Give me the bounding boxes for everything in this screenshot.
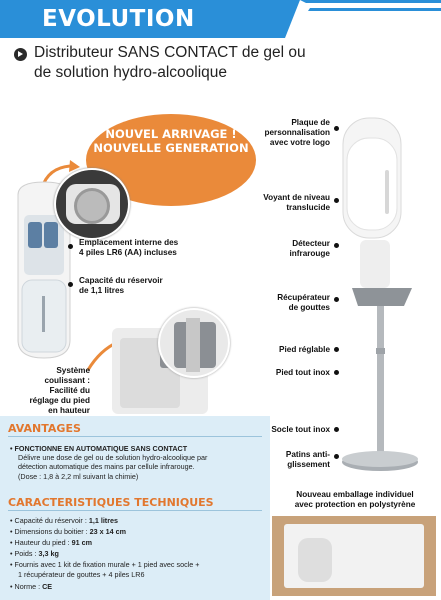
spec-supply-line-1: • Fournis avec 1 kit de fixation murale …	[10, 560, 200, 569]
callout-sliding-line-3: Facilité du	[49, 386, 91, 395]
callout-plate-line-3: avec votre logo	[269, 138, 330, 147]
callout-sensor: Détecteur infrarouge	[256, 239, 331, 259]
callout-level: Voyant de niveau translucide	[244, 193, 330, 213]
callout-sliding: Système coulissant : Facilité du réglage…	[20, 366, 90, 416]
callout-batteries-line-1: Emplacement interne des	[79, 238, 179, 247]
callout-drip-line-2: de gouttes	[288, 303, 330, 312]
callout-sliding-line-2: coulissant :	[44, 376, 91, 385]
avantages-rule	[8, 436, 262, 437]
callout-level-line-2: translucide	[286, 203, 330, 212]
callout-drip-line-1: Récupérateur	[277, 293, 330, 302]
callout-dot-plate	[334, 126, 339, 131]
callout-sliding-line-1: Système	[56, 366, 90, 375]
spec-weight-value: 3,3 kg	[38, 549, 59, 558]
left-product-image	[17, 181, 71, 359]
stand-clamp-zoom-image	[158, 308, 230, 378]
spec-dimensions-label: • Dimensions du boitier :	[10, 527, 90, 536]
avantages-title: AVANTAGES	[8, 422, 81, 435]
info-panel	[0, 416, 270, 600]
spec-weight: • Poids : 3,3 kg	[10, 549, 59, 558]
callout-stand-steel: Pied tout inox	[275, 368, 330, 377]
promo-burst: NOUVEL ARRIVAGE ! NOUVELLE GENERATION	[86, 110, 256, 210]
callout-plate-line-2: personnalisation	[264, 128, 330, 137]
callout-pads: Patins anti- glissement	[256, 450, 330, 470]
avantages-body: Délivre une dose de gel ou de solution h…	[18, 453, 264, 481]
spec-norm-label: • Norme :	[10, 582, 43, 591]
callout-dot-batteries	[68, 244, 73, 249]
callout-plate-line-1: Plaque de	[291, 118, 330, 127]
callout-batteries-line-2: 4 piles LR6 (AA) incluses	[79, 248, 177, 257]
promo-burst-shape	[86, 114, 256, 206]
spec-dimensions: • Dimensions du boitier : 23 x 14 cm	[10, 527, 126, 536]
callout-dot-base	[334, 427, 339, 432]
callout-reservoir: Capacité du réservoir de 1,1 litres	[79, 276, 163, 296]
packaging-caption-line-1: Nouveau emballage individuel	[296, 490, 414, 499]
specs-rule	[8, 510, 262, 511]
spec-norm: • Norme : CE	[10, 582, 52, 591]
arrow-circle-icon	[14, 48, 27, 61]
spec-norm-value: CE	[42, 582, 53, 591]
heading-line-1: Distributeur SANS CONTACT de gel ou	[34, 44, 306, 61]
spec-capacity-label: • Capacité du réservoir :	[10, 516, 89, 525]
callout-plate: Plaque de personnalisation avec votre lo…	[256, 118, 330, 148]
spec-height-value: 91 cm	[71, 538, 93, 547]
callout-sensor-line-2: infrarouge	[289, 249, 331, 258]
callout-stand-adjustable: Pied réglable	[279, 345, 330, 354]
callout-reservoir-line-1: Capacité du réservoir	[79, 276, 163, 285]
battery-zoom-image	[54, 168, 130, 240]
callout-pads-line-2: glissement	[287, 460, 330, 469]
specs-title: CARACTERISTIQUES TECHNIQUES	[8, 496, 214, 509]
packaging-caption-line-2: avec protection en polystyrène	[294, 500, 416, 509]
arrow-head-top	[69, 160, 80, 172]
callout-dot-drip	[334, 297, 339, 302]
promo-line-2: NOUVELLE GENERATION	[93, 141, 249, 155]
callout-drip: Récupérateur de gouttes	[256, 293, 330, 313]
spec-height-label: • Hauteur du pied :	[10, 538, 72, 547]
callout-level-line-1: Voyant de niveau	[263, 193, 330, 202]
title-banner: EVOLUTION	[0, 0, 441, 40]
callout-reservoir-line-2: de 1,1 litres	[79, 286, 125, 295]
callout-sliding-line-4: réglage du pied	[29, 396, 90, 405]
spec-dimensions-value: 23 x 14 cm	[89, 527, 126, 536]
callout-dot-level	[334, 198, 339, 203]
callout-sliding-line-5: en hauteur	[48, 406, 90, 415]
callout-batteries: Emplacement interne des 4 piles LR6 (AA)…	[79, 238, 178, 258]
banner-title: EVOLUTION	[42, 6, 195, 32]
avantages-body-line-2: détection automatique des mains par cell…	[18, 462, 195, 472]
callout-dot-reservoir	[68, 282, 73, 287]
promo-line-1: NOUVEL ARRIVAGE !	[105, 127, 237, 141]
heading-line-2: de solution hydro-alcoolique	[34, 64, 228, 81]
spec-weight-label: • Poids :	[10, 549, 39, 558]
callout-dot-sensor	[334, 243, 339, 248]
callout-sensor-line-1: Détecteur	[292, 239, 330, 248]
callout-dot-pads	[334, 454, 339, 459]
callout-base: Socle tout inox	[271, 425, 330, 434]
avantages-body-line-1: Délivre une dose de gel ou de solution h…	[18, 453, 208, 462]
callout-dot-stand-steel	[334, 370, 339, 375]
right-product-image	[342, 117, 418, 471]
banner-shape	[0, 0, 441, 38]
avantages-body-line-3: (Dose : 1,8 à 2,2 ml suivant la chimie)	[18, 471, 139, 481]
packaging-caption: Nouveau emballage individuel avec protec…	[280, 490, 430, 510]
spec-supply-line-2: 1 récupérateur de gouttes + 4 piles LR6	[18, 570, 145, 579]
spec-capacity-value: 1,1 litres	[88, 516, 118, 525]
spec-capacity: • Capacité du réservoir : 1,1 litres	[10, 516, 118, 525]
packaging-image	[272, 516, 436, 596]
callout-pads-line-1: Patins anti-	[285, 450, 330, 459]
spec-height: • Hauteur du pied : 91 cm	[10, 538, 92, 547]
avantages-head: • FONCTIONNE EN AUTOMATIQUE SANS CONTACT	[10, 444, 188, 453]
callout-dot-stand-adjustable	[334, 347, 339, 352]
